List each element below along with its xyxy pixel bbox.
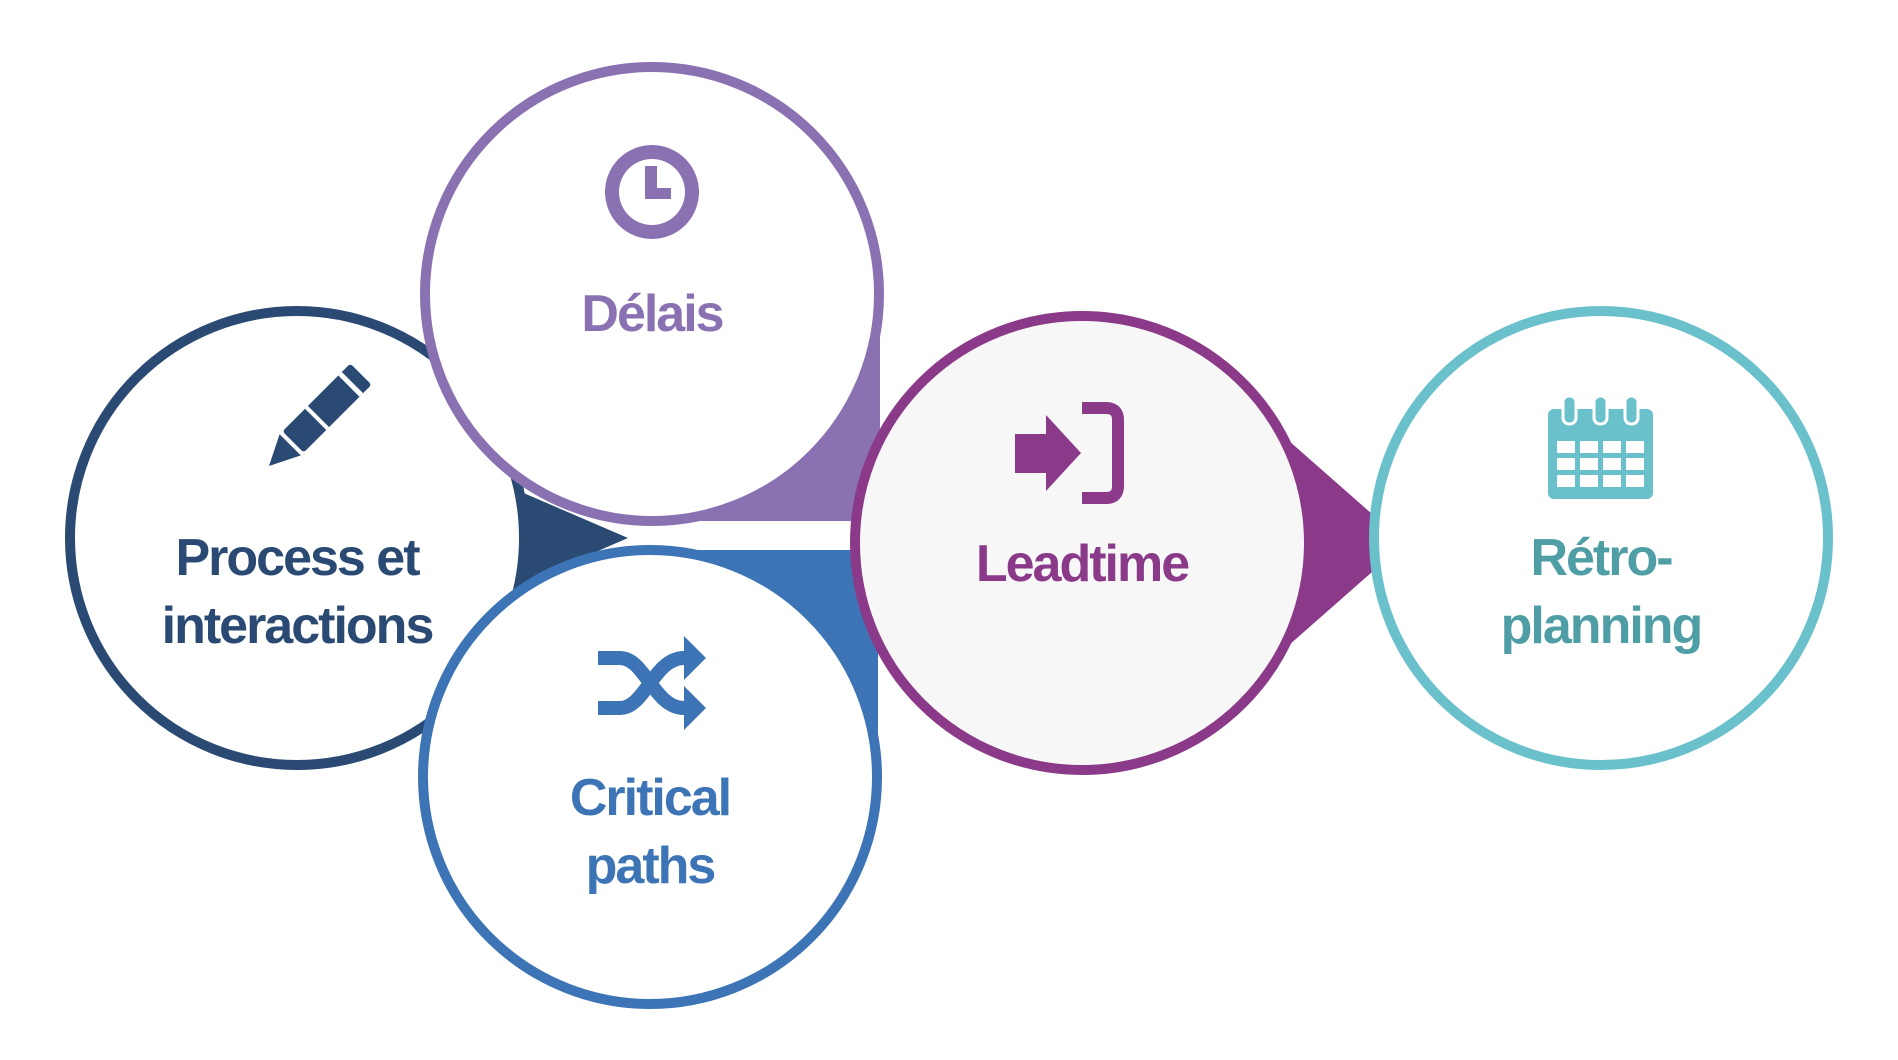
calendar-icon (1548, 394, 1653, 499)
pencil-icon (268, 364, 371, 467)
process-arrow-tip (505, 485, 628, 591)
process-circle (65, 306, 529, 770)
node-retro: Rétro- planning (1369, 306, 1833, 770)
retro-label-line1: Rétro- (1530, 529, 1672, 587)
leadtime-label: Leadtime (976, 535, 1189, 593)
critical-label-line2: paths (586, 837, 715, 895)
node-delais: Délais (420, 62, 884, 526)
node-process: Process et interactions (65, 306, 628, 770)
delais-circle (420, 62, 884, 526)
node-critical: Critical paths (418, 545, 882, 1009)
delais-corner-wedge (652, 295, 880, 522)
critical-corner-wedge (650, 549, 878, 776)
sign-in-icon (1015, 402, 1124, 504)
process-label-line1: Process et (175, 529, 420, 587)
critical-circle (418, 545, 882, 1009)
critical-label-line1: Critical (570, 769, 730, 827)
retro-circle (1369, 306, 1833, 770)
process-label-line2: interactions (162, 597, 433, 655)
delais-label: Délais (581, 285, 722, 343)
shuffle-icon (598, 636, 706, 730)
retro-label-line2: planning (1501, 597, 1702, 655)
leadtime-circle (850, 311, 1314, 775)
node-leadtime: Leadtime (850, 311, 1405, 775)
clock-icon (605, 145, 699, 239)
